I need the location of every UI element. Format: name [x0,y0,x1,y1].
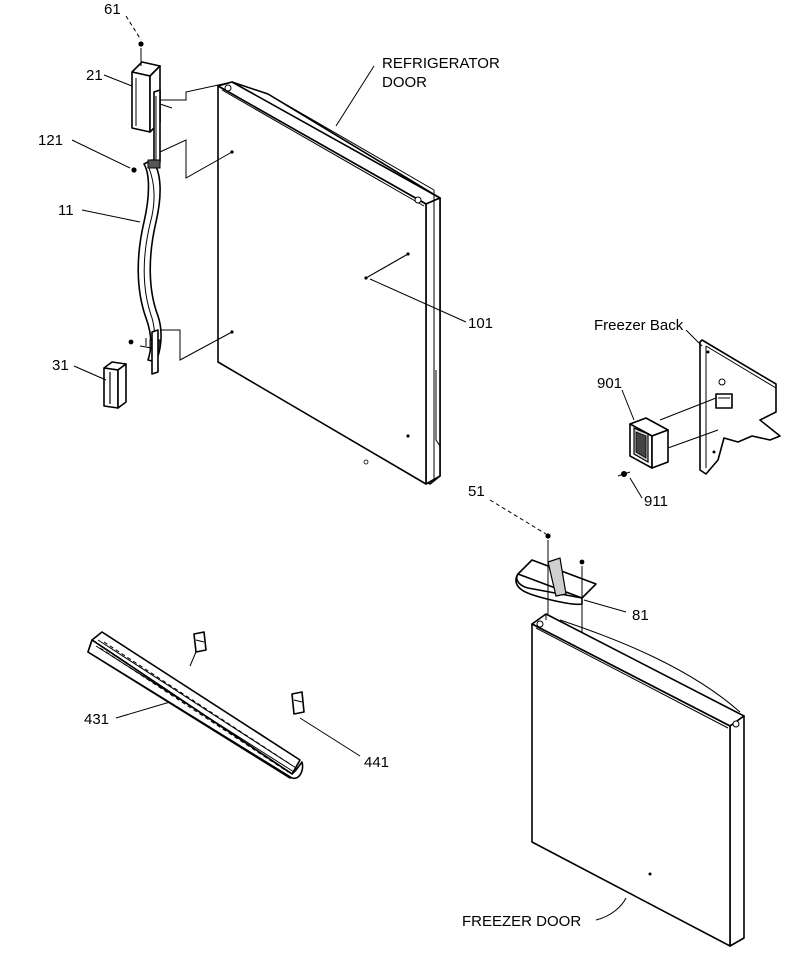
handle-bottom-bracket [139,329,159,375]
screw-handle-lower [128,339,134,345]
handle-end-cap-31 [103,361,127,409]
screw-61 [138,41,144,47]
trim-clip-upper [193,631,207,653]
label-121: 121 [38,132,63,149]
label-51: 51 [468,483,485,500]
screw-freezer-handle [579,559,585,565]
handle-top-bracket [153,89,173,165]
label-61: 61 [104,1,121,18]
screw-51 [545,533,551,539]
freezer-door [531,613,745,947]
freezer-back-screw-911 [617,471,631,477]
clip-leader-upper [189,651,197,667]
label-freezer-door: FREEZER DOOR [462,913,581,930]
label-441: 441 [364,754,389,771]
trim-clip-441 [291,691,305,715]
label-31: 31 [52,357,69,374]
label-21: 21 [86,67,103,84]
label-911: 911 [644,493,668,510]
label-431: 431 [84,711,109,728]
label-freezer-back: Freezer Back [594,317,684,334]
freezer-door-handle-81 [515,557,597,606]
freezer-back-panel [699,339,781,475]
freezer-back-bracket-901 [629,417,669,469]
assembly-lines-freezer-back [659,397,719,449]
refrigerator-door [217,81,441,485]
leader-lines [71,65,703,921]
label-81: 81 [632,607,649,624]
label-901: 901 [597,375,622,392]
assembly-lines-refrigerator [125,15,409,361]
label-101: 101 [468,315,493,332]
label-refrigerator-door-line1: REFRIGERATOR [382,55,500,72]
screw-121 [131,167,137,173]
label-11: 11 [58,202,74,219]
label-refrigerator-door-line2: DOOR [382,74,427,91]
bottom-trim-431 [87,631,304,780]
